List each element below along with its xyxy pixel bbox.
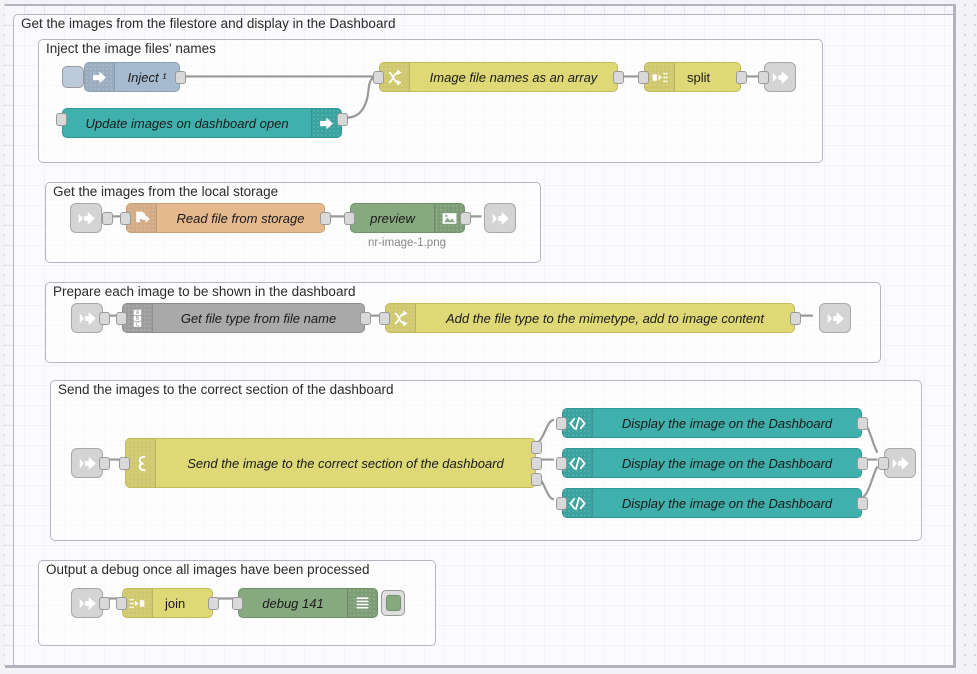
node-label: Display the image on the Dashboard (621, 455, 833, 471)
node-link-in-1[interactable] (70, 203, 102, 233)
svg-text:C: C (136, 322, 140, 328)
port-input[interactable] (556, 497, 567, 510)
node-change-image-file-names[interactable]: Image file names as an array (379, 62, 618, 92)
port-input[interactable] (56, 113, 67, 126)
node-label: preview (370, 210, 415, 226)
port-output[interactable] (790, 312, 801, 325)
port-input[interactable] (344, 212, 355, 225)
port-input[interactable] (119, 457, 130, 470)
port-output[interactable] (99, 312, 110, 325)
abc-icon: A B C (123, 304, 153, 332)
node-sublabel-preview: nr-image-1.png (368, 237, 446, 249)
switch-icon (126, 439, 156, 487)
port-output[interactable] (613, 71, 624, 84)
port-input[interactable] (116, 597, 127, 610)
split-icon (645, 63, 675, 91)
node-label: debug 141 (262, 595, 324, 611)
code-icon (563, 409, 593, 437)
flow-canvas[interactable]: Get the images from the filestore and di… (5, 4, 956, 668)
group-label: Get the images from the filestore and di… (21, 16, 396, 31)
port-input[interactable] (373, 71, 384, 84)
debug-toggle-indicator (385, 595, 401, 611)
node-label: Add the file type to the mimetype, add t… (446, 310, 764, 326)
port-output[interactable] (736, 71, 747, 84)
node-label: Update images on dashboard open (85, 115, 289, 131)
node-split[interactable]: split (644, 62, 741, 92)
debug-enable-toggle[interactable] (381, 590, 405, 616)
port-input[interactable] (758, 71, 769, 84)
node-label: Get file type from file name (180, 310, 337, 326)
port-output[interactable] (99, 457, 110, 470)
node-label: Send the image to the correct section of… (187, 455, 504, 471)
port-input[interactable] (232, 597, 243, 610)
node-label: Inject ¹ (127, 69, 167, 85)
port-input[interactable] (556, 457, 567, 470)
node-join[interactable]: join (122, 588, 213, 618)
group-inject[interactable]: Inject the image files' names (38, 39, 823, 163)
port-input[interactable] (556, 417, 567, 430)
port-output-2[interactable] (531, 457, 542, 470)
node-ui-template-3[interactable]: Display the image on the Dashboard (562, 488, 862, 518)
node-file-read[interactable]: Read file from storage (126, 203, 325, 233)
join-icon (123, 589, 153, 617)
node-ui-template-1[interactable]: Display the image on the Dashboard (562, 408, 862, 438)
port-output[interactable] (99, 597, 110, 610)
port-output[interactable] (337, 113, 348, 126)
arrow-right-icon (311, 109, 341, 137)
code-icon (563, 489, 593, 517)
group-label: Prepare each image to be shown in the da… (53, 284, 356, 299)
node-link-out-4[interactable] (884, 448, 916, 478)
image-icon (434, 204, 464, 232)
change-shuffle-icon (380, 63, 410, 91)
node-label: split (687, 69, 711, 85)
node-label: Read file from storage (176, 210, 305, 226)
port-input[interactable] (379, 312, 390, 325)
node-function-get-file-type[interactable]: A B C Get file type from file name (122, 303, 365, 333)
port-input[interactable] (878, 457, 889, 470)
port-output[interactable] (857, 457, 868, 470)
group-label: Output a debug once all images have been… (46, 562, 370, 577)
svg-text:B: B (136, 316, 140, 322)
node-debug[interactable]: debug 141 (238, 588, 378, 618)
inject-trigger-button[interactable] (62, 66, 84, 88)
node-link-out-2[interactable] (484, 203, 516, 233)
node-switch-route-image[interactable]: Send the image to the correct section of… (125, 438, 536, 488)
port-output[interactable] (320, 212, 331, 225)
node-label: join (165, 595, 186, 611)
code-icon (563, 449, 593, 477)
node-link-in-2[interactable] (71, 303, 103, 333)
port-output-3[interactable] (531, 473, 542, 486)
port-output[interactable] (460, 212, 471, 225)
port-output[interactable] (208, 597, 219, 610)
port-output[interactable] (360, 312, 371, 325)
port-input[interactable] (638, 71, 649, 84)
port-output[interactable] (102, 212, 113, 225)
svg-text:A: A (136, 310, 140, 316)
port-output[interactable] (857, 497, 868, 510)
node-link-in-3[interactable] (71, 448, 103, 478)
port-output[interactable] (857, 417, 868, 430)
port-output[interactable] (175, 71, 186, 84)
node-image-preview[interactable]: preview (350, 203, 465, 233)
port-input[interactable] (116, 312, 127, 325)
node-ui-template-2[interactable]: Display the image on the Dashboard (562, 448, 862, 478)
group-label: Inject the image files' names (46, 41, 216, 56)
group-label: Get the images from the local storage (53, 184, 279, 199)
group-label: Send the images to the correct section o… (58, 382, 394, 397)
node-link-out-3[interactable] (819, 303, 851, 333)
node-label: Display the image on the Dashboard (621, 415, 833, 431)
debug-lines-icon (347, 589, 377, 617)
node-ui-control[interactable]: Update images on dashboard open (62, 108, 342, 138)
node-change-add-mimetype[interactable]: Add the file type to the mimetype, add t… (385, 303, 795, 333)
node-inject[interactable]: Inject ¹ (84, 62, 180, 92)
node-label: Image file names as an array (429, 69, 598, 85)
node-label: Display the image on the Dashboard (621, 495, 833, 511)
arrow-right-icon (85, 63, 115, 91)
port-input[interactable] (120, 212, 131, 225)
file-icon (127, 204, 157, 232)
port-output-1[interactable] (531, 441, 542, 454)
change-shuffle-icon (386, 304, 416, 332)
